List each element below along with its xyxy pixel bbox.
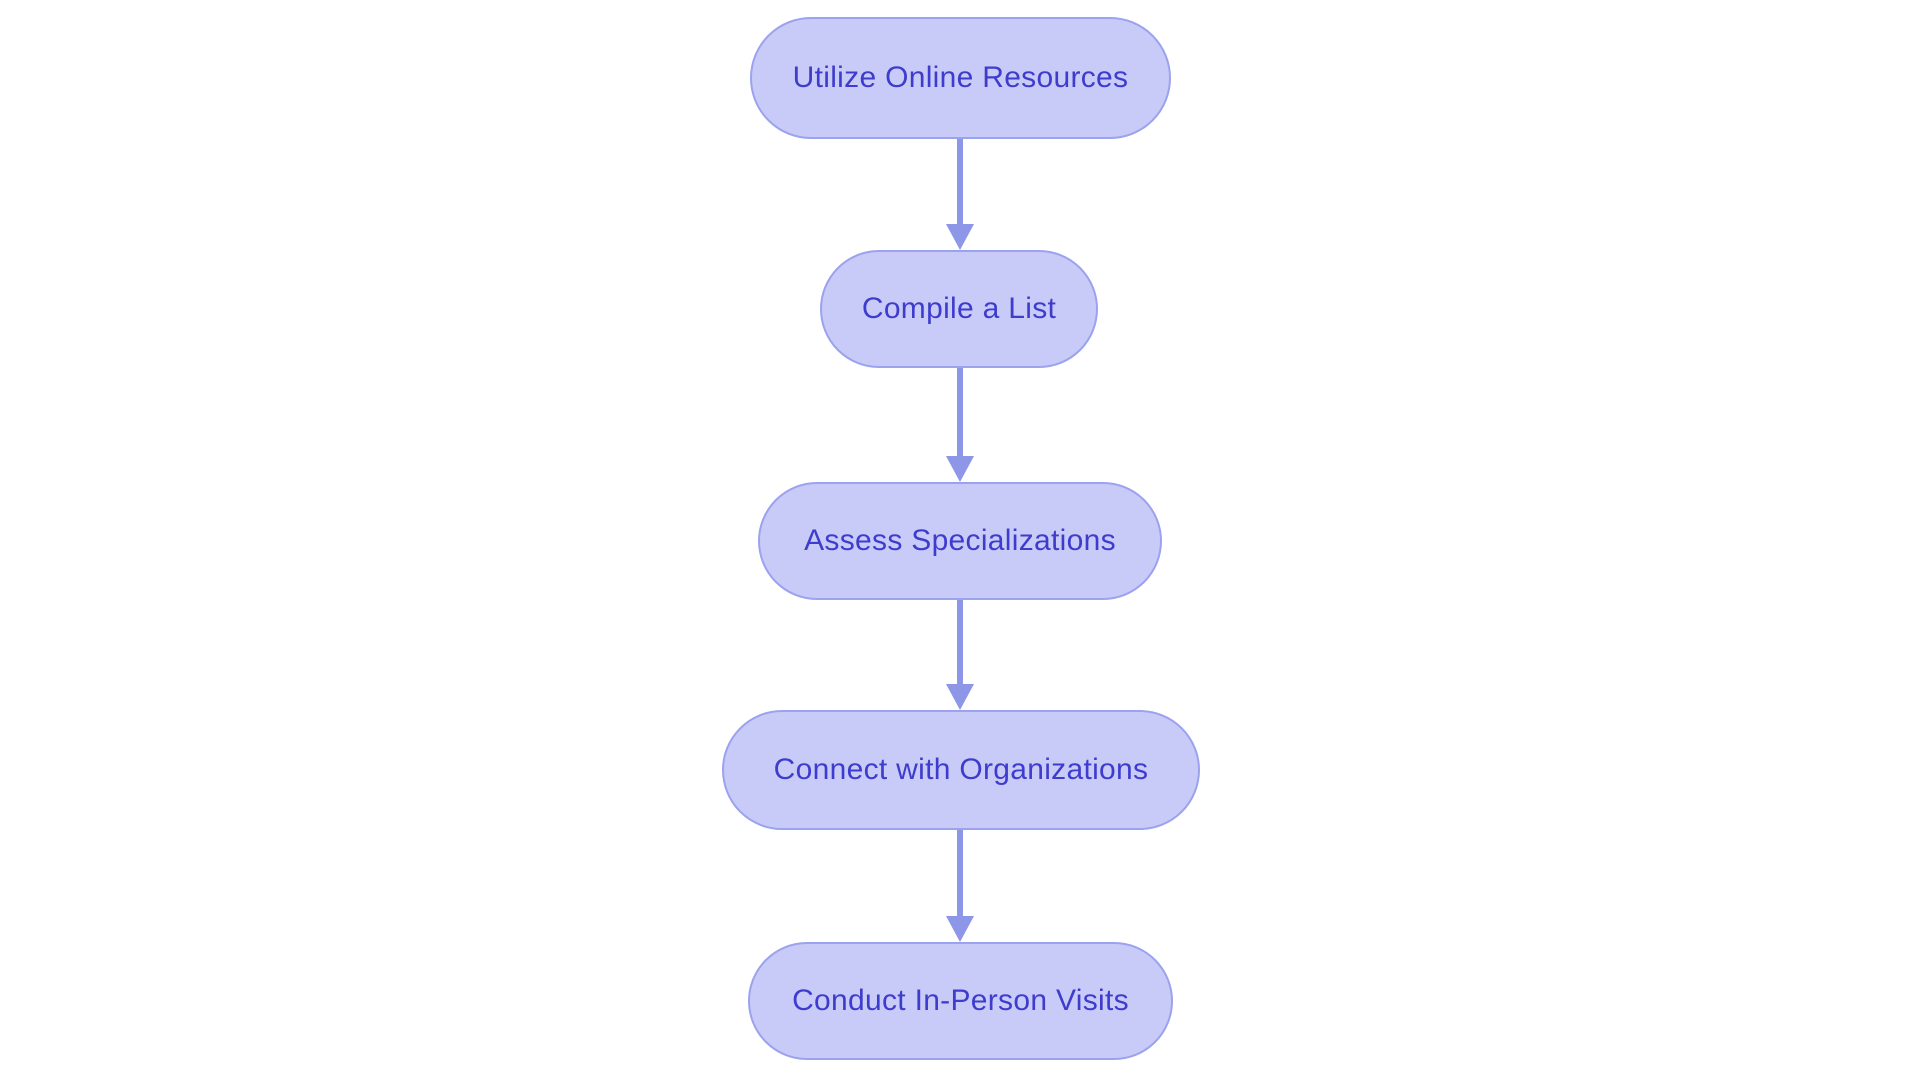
flow-node-utilize-online-resources: Utilize Online Resources [750,17,1171,139]
arrow-line [957,830,963,916]
flow-node-connect-with-organizations: Connect with Organizations [722,710,1200,830]
flow-node-assess-specializations: Assess Specializations [758,482,1162,600]
flow-node-conduct-in-person-visits: Conduct In-Person Visits [748,942,1173,1060]
flow-arrow-n3-n4 [946,600,974,710]
flow-arrow-n2-n3 [946,368,974,482]
flow-arrow-n1-n2 [946,139,974,250]
flow-node-label: Conduct In-Person Visits [792,984,1129,1017]
arrow-line [957,600,963,684]
flow-node-label: Compile a List [861,292,1057,325]
flow-node-label: Assess Specializations [804,524,1116,557]
arrowhead-down-icon [946,456,974,482]
arrowhead-down-icon [946,224,974,250]
arrow-line [957,368,963,456]
arrowhead-down-icon [946,916,974,942]
flow-arrow-n4-n5 [946,830,974,942]
flow-node-label: Utilize Online Resources [792,61,1129,94]
arrow-line [957,139,963,224]
flow-node-label: Connect with Organizations [773,753,1149,786]
flow-node-compile-a-list: Compile a List [820,250,1098,368]
arrowhead-down-icon [946,684,974,710]
